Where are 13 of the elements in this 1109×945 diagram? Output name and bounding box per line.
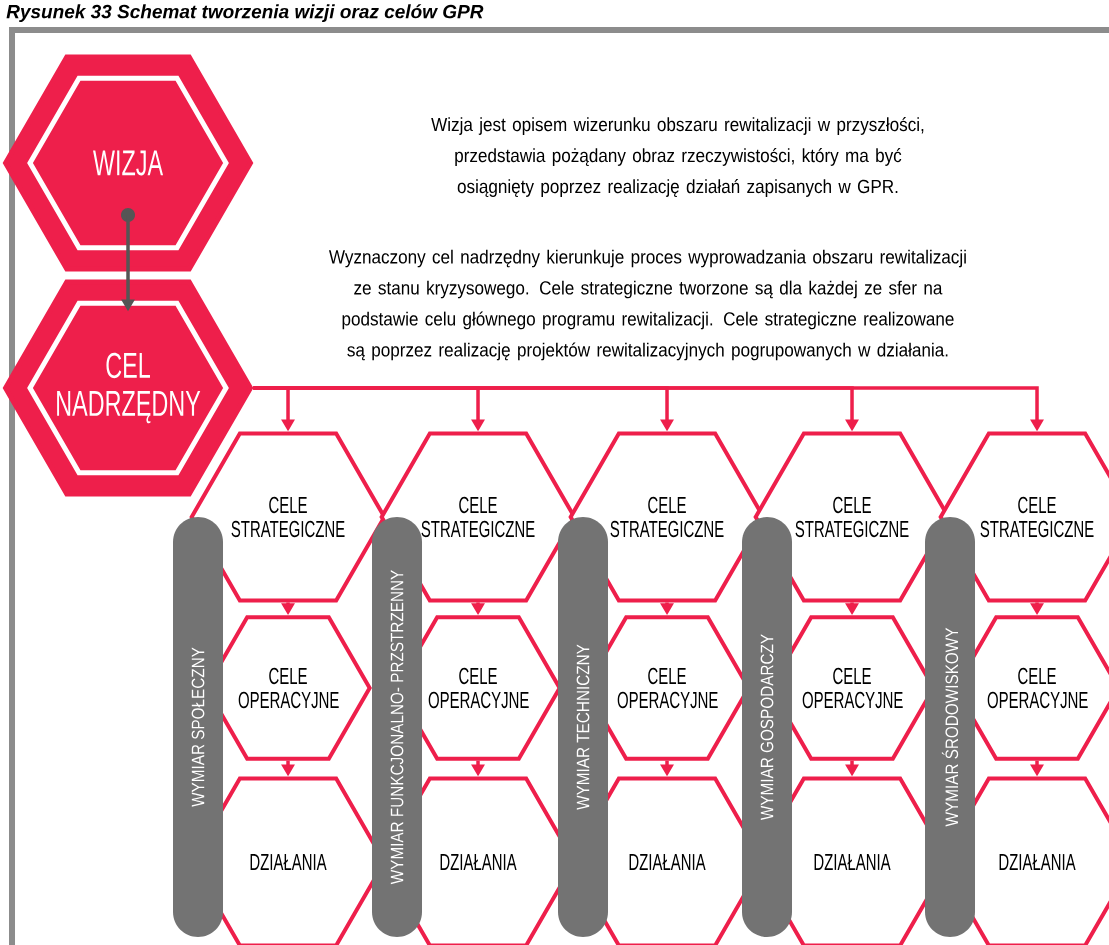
title: Rysunek 33 Schemat tworzenia wizji oraz celów GPR [6,4,484,23]
vertical-bar: WYMIAR TECHNICZNY [558,517,608,937]
hexagon: CELE STRATEGICZNE [568,431,766,603]
paragraph: Wyznaczony cel nadrzędny kierunkuje proces wyprowadzania obszaru rewitalizacji ze stanu kryzysowego. Cele strategiczne tworzone są dla każdej ze sfer na podstawie celu głównego programu rewitalizacji. Cele strategiczne realizowane są poprzez realizację projektów rewitalizacyjnych pogrupowanych w działania. [329,249,966,361]
vertical-bar: WYMIAR ŚRODOWISKOWY [925,517,975,937]
paragraph: Wizja jest opisem wizerunku obszaru rewitalizacji w przyszłości, przedstawia pożądany obraz rzeczywistości, który ma być osiągnięty poprzez realizację działań zapisanych w GPR. [431,117,924,197]
hexagon: CELE OPERACYJNE [204,615,372,761]
hexagon: CELE STRATEGICZNE [753,431,951,603]
vertical-bar: WYMIAR FUNKCJONALNO- PRZSTRZENNY [372,517,422,937]
vertical-bar: WYMIAR GOSPODARCZY [742,517,792,937]
hexagon: CELE STRATEGICZNE [938,431,1109,603]
vertical-bar: WYMIAR SPOŁECZNY [173,517,223,937]
hexagon: CELE STRATEGICZNE [189,431,387,603]
